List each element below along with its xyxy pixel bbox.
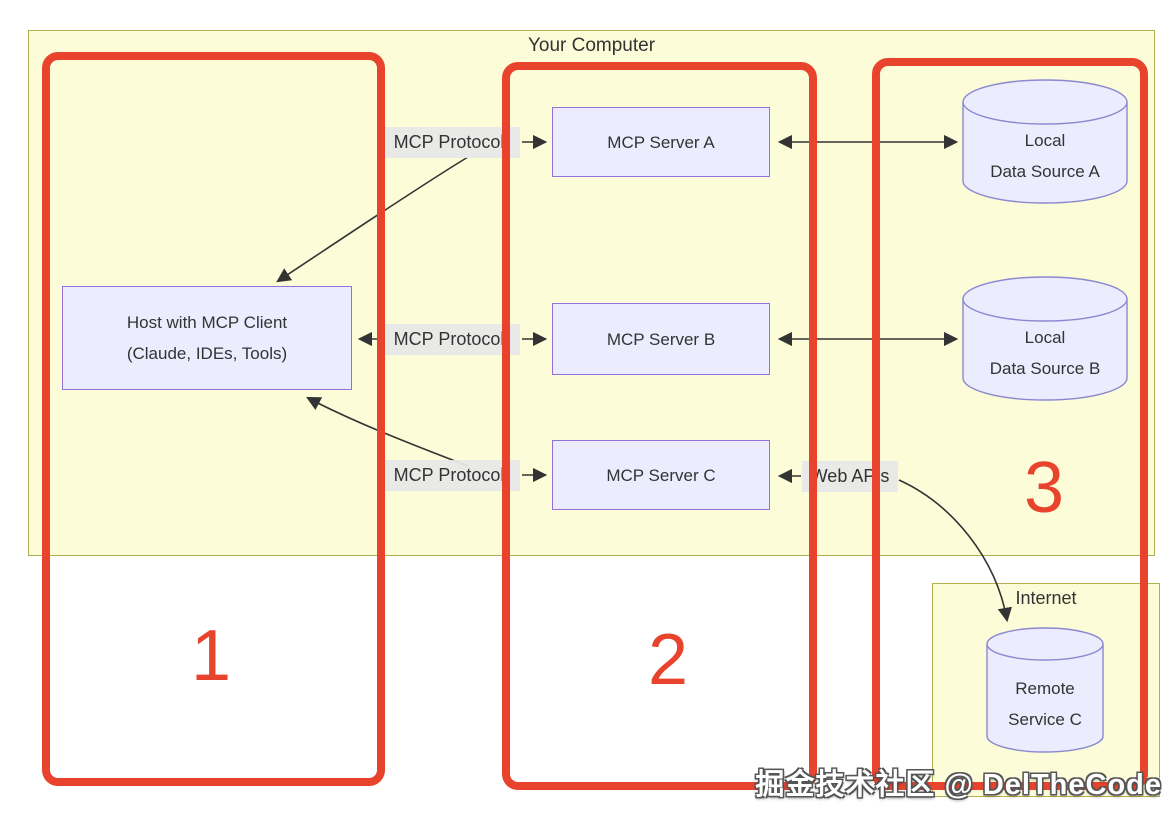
your-computer-title: Your Computer	[527, 35, 656, 56]
local-data-source-b-line1: Local	[1024, 328, 1066, 347]
internet-box	[932, 583, 1160, 797]
mcp-server-a-label: MCP Server A	[607, 132, 715, 152]
region-3-number: 3	[1023, 448, 1065, 528]
internet-title: Internet	[1015, 588, 1077, 608]
local-data-source-a-text: Local Data Source A	[963, 125, 1127, 187]
mcp-server-c-label: MCP Server C	[606, 465, 716, 485]
local-data-source-b-cylinder	[962, 276, 1128, 401]
host-node-line2: (Claude, IDEs, Tools)	[126, 344, 288, 363]
host-node-line1: Host with MCP Client	[126, 313, 288, 332]
remote-service-c-cylinder	[986, 627, 1104, 753]
edge-protocol-a-to-host	[276, 156, 469, 283]
mcp-server-b-label: MCP Server B	[606, 329, 716, 349]
local-data-source-a-cylinder	[962, 79, 1128, 204]
edge-label-web-apis: Web APIs	[802, 461, 898, 492]
host-node: Host with MCP Client (Claude, IDEs, Tool…	[62, 286, 352, 390]
local-data-source-b-line2: Data Source B	[989, 359, 1101, 378]
region-2-number: 2	[647, 620, 689, 700]
local-data-source-a-line1: Local	[1024, 131, 1066, 150]
mcp-server-b-node: MCP Server B	[552, 303, 770, 375]
edge-label-mcp-protocol-a: MCP Protocol	[378, 127, 520, 158]
edge-protocol-c-to-host	[306, 396, 469, 467]
edge-webapis-to-remote-service	[898, 479, 1012, 623]
mcp-server-a-node: MCP Server A	[552, 107, 770, 177]
remote-service-c-line2: Service C	[1008, 710, 1082, 729]
edge-label-mcp-protocol-c: MCP Protocol	[378, 460, 520, 491]
local-data-source-a-line2: Data Source A	[990, 162, 1100, 181]
remote-service-c-line1: Remote	[1015, 679, 1075, 698]
mcp-server-c-node: MCP Server C	[552, 440, 770, 510]
remote-service-c-text: Remote Service C	[987, 673, 1103, 735]
region-1-number: 1	[190, 616, 232, 696]
edge-label-mcp-protocol-b: MCP Protocol	[378, 324, 520, 355]
watermark-text: 掘金技术社区 @ DelTheCode	[755, 769, 1162, 801]
local-data-source-b-text: Local Data Source B	[963, 322, 1127, 384]
